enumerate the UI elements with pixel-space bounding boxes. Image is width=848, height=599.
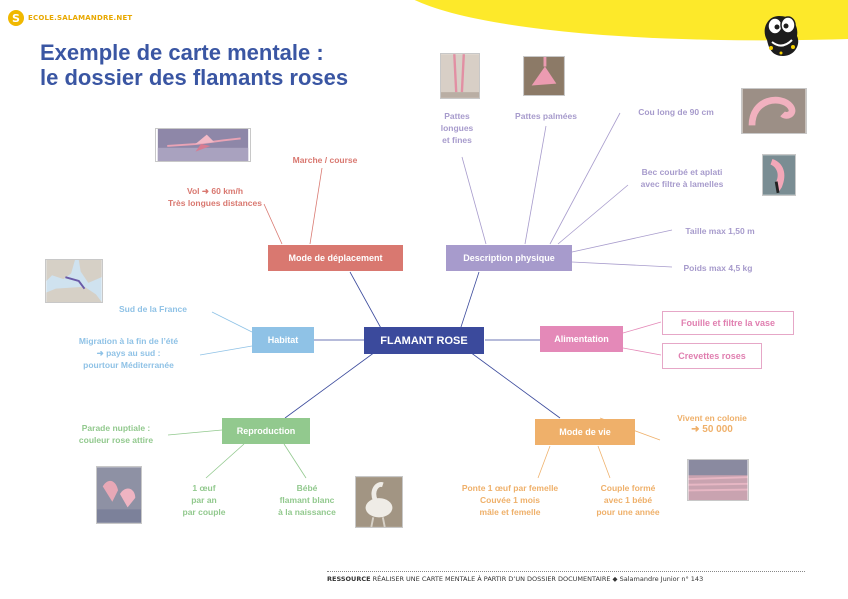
footer-section: RESSOURCE (327, 575, 371, 583)
connector-description (459, 271, 480, 331)
site-name[interactable]: ECOLE.SALAMANDRE.NET (28, 14, 133, 22)
photo-long-neck (741, 88, 807, 134)
connector-sud (211, 311, 253, 333)
connector-oeuf (205, 443, 245, 479)
connector-fouille (622, 321, 662, 334)
photo-beak (762, 154, 796, 196)
connector-marche (309, 167, 323, 245)
connector-ponte (537, 445, 551, 479)
title-line-2: le dossier des flamants roses (40, 65, 349, 90)
photo-flamingo-flying (155, 128, 251, 162)
connector-mode-de-vie (469, 351, 561, 419)
connector-deplacement (349, 271, 383, 331)
connector-taille (571, 229, 673, 253)
label-cou-long: Cou long de 90 cm (638, 107, 714, 117)
connector-bec (557, 184, 629, 245)
connector-cou (549, 112, 621, 245)
footer-text: RÉALISER UNE CARTE MENTALE À PARTIR D’UN… (372, 575, 611, 583)
branch-habitat: Habitat (252, 327, 314, 353)
label-poids: Poids max 4,5 kg (683, 263, 753, 273)
photo-baby-flamingo (355, 476, 403, 528)
photo-colony (687, 459, 749, 501)
label-migration: Migration à la fin de l’été ➜ pays au su… (78, 336, 179, 370)
photo-long-legs (440, 53, 480, 99)
salamandre-logo-icon: S (8, 10, 24, 26)
label-couple: Couple formé avec 1 bébé pour une année (596, 483, 660, 517)
label-bec: Bec courbé et aplati avec filtre à lamel… (640, 167, 724, 189)
branch-description: Description physique (446, 245, 572, 271)
footer-separator: ◆ (612, 575, 618, 583)
label-sud-france: Sud de la France (118, 304, 188, 314)
branch-reproduction: Reproduction (222, 418, 310, 444)
branch-deplacement: Mode de déplacement (268, 245, 403, 271)
connector-migration (199, 345, 253, 356)
connector-poids (571, 261, 673, 268)
label-pattes-palmees: Pattes palmées (515, 111, 577, 121)
photo-map (45, 259, 103, 303)
label-pattes-longues: Pattes longues et fines (440, 111, 474, 145)
label-taille: Taille max 1,50 m (685, 226, 755, 236)
box-crevettes: Crevettes roses (662, 343, 762, 369)
label-oeuf: 1 œuf par an par couple (182, 483, 226, 517)
photo-courtship-parade (96, 466, 142, 524)
label-bebe: Bébé flamant blanc à la naissance (278, 483, 336, 517)
connector-pattes-palmees (524, 125, 547, 245)
photo-webbed-feet (523, 56, 565, 96)
page-title: Exemple de carte mentale : le dossier de… (40, 40, 400, 90)
salamander-mascot-icon (764, 16, 799, 56)
box-fouille: Fouille et filtre la vase (662, 311, 794, 335)
connector-pattes-longues (461, 156, 487, 245)
brand[interactable]: S ECOLE.SALAMANDRE.NET (8, 10, 132, 26)
label-ponte: Ponte 1 œuf par femelle Couvée 1 mois mâ… (461, 483, 559, 517)
branch-alimentation: Alimentation (540, 326, 623, 352)
title-line-1: Exemple de carte mentale : (40, 40, 324, 65)
footer-issue: Salamandre Junior n° 143 (619, 575, 704, 583)
label-colonie: Vivent en colonie ➜ 50 000 (677, 413, 747, 435)
label-parade: Parade nuptiale : couleur rose attire (78, 423, 154, 445)
connector-reproduction (284, 351, 376, 419)
center-node: FLAMANT ROSE (364, 327, 484, 354)
branch-mode-de-vie: Mode de vie (535, 419, 635, 445)
connector-parade (167, 429, 223, 436)
connector-couple (597, 445, 611, 479)
connector-crevettes (622, 347, 662, 356)
connector-bebe (283, 443, 307, 479)
footer: RESSOURCE RÉALISER UNE CARTE MENTALE À P… (327, 571, 805, 583)
label-marche-course: Marche / course (292, 155, 358, 165)
connector-vol (263, 203, 283, 245)
label-vol: Vol ➜ 60 km/h Très longues distances (167, 186, 262, 208)
